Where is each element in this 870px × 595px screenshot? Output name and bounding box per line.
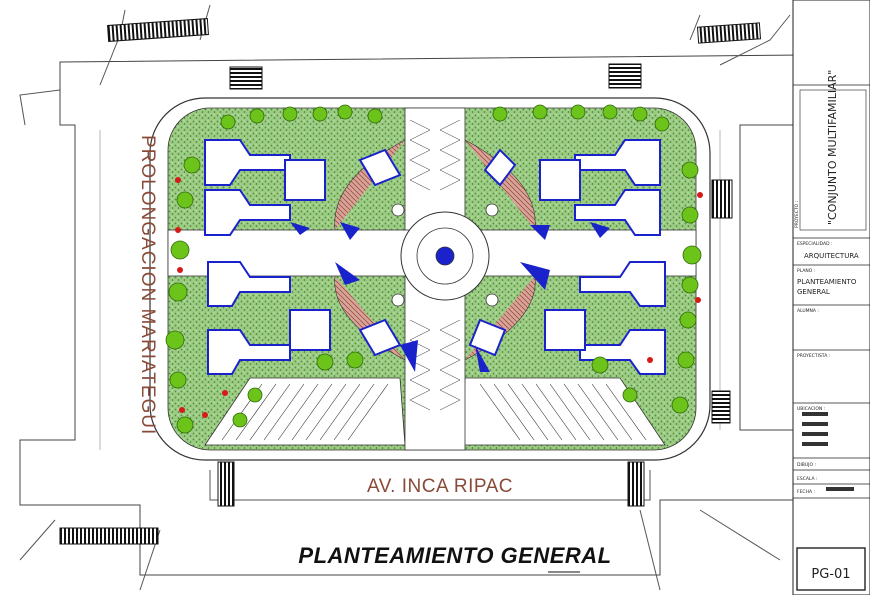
plano-value-line2: GENERAL <box>797 288 830 296</box>
central-plaza <box>167 107 697 451</box>
shrubs <box>175 177 703 418</box>
fecha-label: FECHA : <box>797 489 815 495</box>
alumna-label: ALUMNA : <box>797 308 819 314</box>
sheet-number: PG-01 <box>811 567 850 582</box>
escala-label: ESCALA : <box>797 476 818 482</box>
crosswalks <box>59 17 762 545</box>
especialidad-value: ARQUITECTURA <box>804 252 859 260</box>
especialidad-label: ESPECIALIDAD : <box>797 241 833 247</box>
proyectista-label: PROYECTISTA : <box>797 353 830 359</box>
proyecto-label: PROYECTO : <box>794 201 800 228</box>
title-block <box>792 0 870 595</box>
street-label-left: PROLONGACION MARIATEGUI <box>137 135 158 435</box>
housing-blocks <box>204 139 666 375</box>
street-label-bottom: AV. INCA RIPAC <box>367 476 513 497</box>
dibujo-label: DIBUJO : <box>797 462 816 468</box>
trees <box>165 104 702 434</box>
drawing-title: PLANTEAMIENTO GENERAL <box>298 543 611 568</box>
proyecto-value: "CONJUNTO MULTIFAMILIAR" <box>826 70 839 225</box>
plano-value-line1: PLANTEAMIENTO <box>797 278 857 286</box>
ubicacion-label: UBICACION : <box>797 406 825 412</box>
plano-label: PLANO : <box>797 268 815 274</box>
